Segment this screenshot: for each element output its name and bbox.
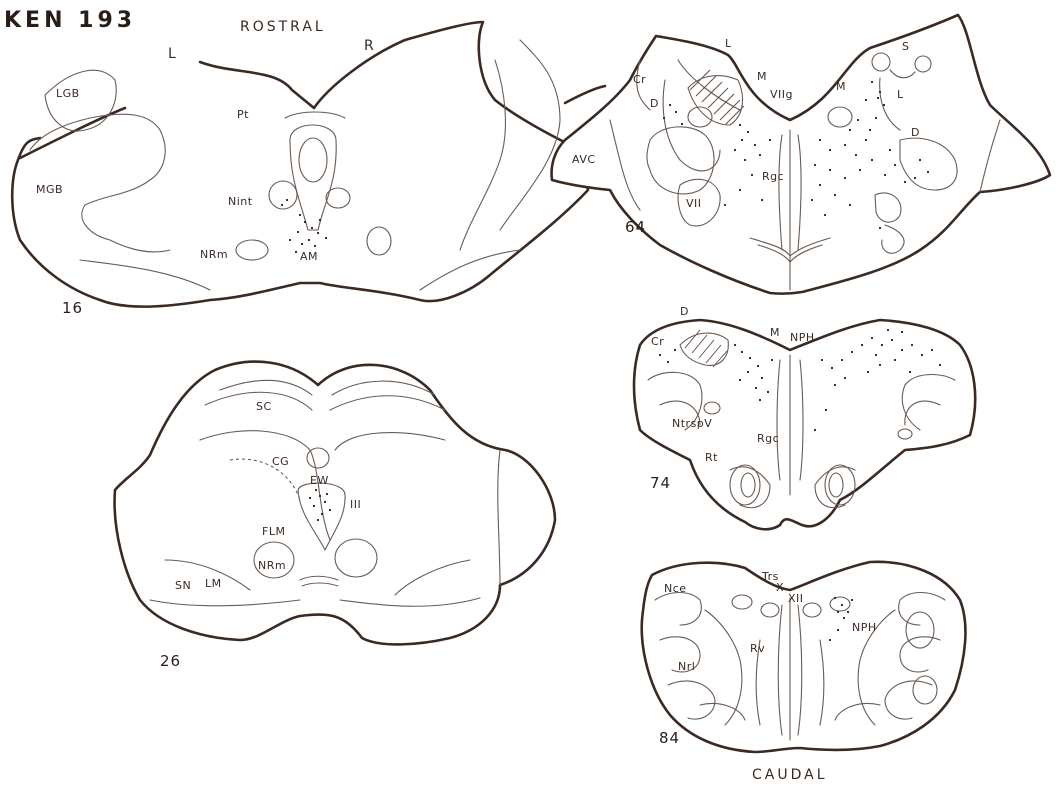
label-nrm-26: NRm: [258, 559, 286, 572]
section-number-84: 84: [659, 729, 680, 747]
label-flm: FLM: [262, 525, 285, 538]
label-m-64-left: M: [757, 70, 767, 83]
label-d-64-left: D: [650, 97, 659, 110]
section-74: D Cr M NPH NtrspV Rgc Rt 74: [634, 305, 975, 529]
label-sn: SN: [175, 579, 191, 592]
label-d-74: D: [680, 305, 689, 318]
label-nph-74: NPH: [790, 331, 815, 344]
section-64-cut-edge: [565, 86, 605, 103]
label-mgb: MGB: [36, 183, 63, 196]
label-nrl: Nrl: [678, 660, 695, 673]
label-l-64-left: L: [725, 37, 732, 50]
label-ntrspv: NtrspV: [672, 417, 712, 430]
section-number-26: 26: [160, 652, 181, 670]
label-nrm-16: NRm: [200, 248, 228, 261]
label-l-64-right: L: [897, 88, 904, 101]
label-m-74: M: [770, 326, 780, 339]
section-84: Nce Trs X XII NPH Rv Nrl 84: [642, 562, 966, 752]
caudal-label: CAUDAL: [752, 767, 828, 783]
label-rgc-74: Rgc: [757, 432, 779, 445]
label-x: X: [776, 581, 784, 594]
label-nce: Nce: [664, 582, 687, 595]
left-side-label: L: [168, 46, 179, 62]
label-viig: VIIg: [770, 88, 793, 101]
label-lgb: LGB: [56, 87, 80, 100]
section-26: SC CG EW III FLM NRm SN LM 26: [115, 362, 555, 670]
section-64: L Cr M D VIIg M S L D AVC Rgc VII 64: [552, 15, 1050, 294]
section-64-outline: [552, 15, 1050, 294]
section-16-outline: [12, 22, 588, 307]
label-cr-74: Cr: [651, 335, 664, 348]
section-number-16: 16: [62, 299, 83, 317]
label-cr-64: Cr: [633, 73, 646, 86]
label-rgc-64: Rgc: [762, 170, 784, 183]
label-iii: III: [350, 498, 361, 511]
right-side-label: R: [364, 38, 377, 54]
rostral-label: ROSTRAL: [240, 19, 326, 35]
label-nph-84: NPH: [852, 621, 877, 634]
label-vii: VII: [686, 197, 702, 210]
label-rv: Rv: [750, 642, 765, 655]
section-16: LGB MGB Pt Nint NRm AM 16: [12, 22, 588, 317]
label-avc: AVC: [572, 153, 596, 166]
specimen-title: KEN 193: [4, 8, 136, 33]
section-26-outline: [115, 362, 555, 645]
label-d-64-right: D: [911, 126, 920, 139]
label-am: AM: [300, 250, 318, 263]
label-lm: LM: [205, 577, 222, 590]
label-cg: CG: [272, 455, 289, 468]
label-s: S: [902, 40, 909, 53]
label-ew: EW: [310, 474, 329, 487]
section-number-74: 74: [650, 474, 671, 492]
label-m-64-right: M: [836, 80, 846, 93]
section-84-outline: [642, 562, 966, 752]
label-sc: SC: [256, 400, 272, 413]
label-xii: XII: [788, 592, 804, 605]
label-pt: Pt: [237, 108, 249, 121]
section-number-64: 64: [625, 218, 646, 236]
label-nint: Nint: [228, 195, 253, 208]
label-rt: Rt: [705, 451, 718, 464]
